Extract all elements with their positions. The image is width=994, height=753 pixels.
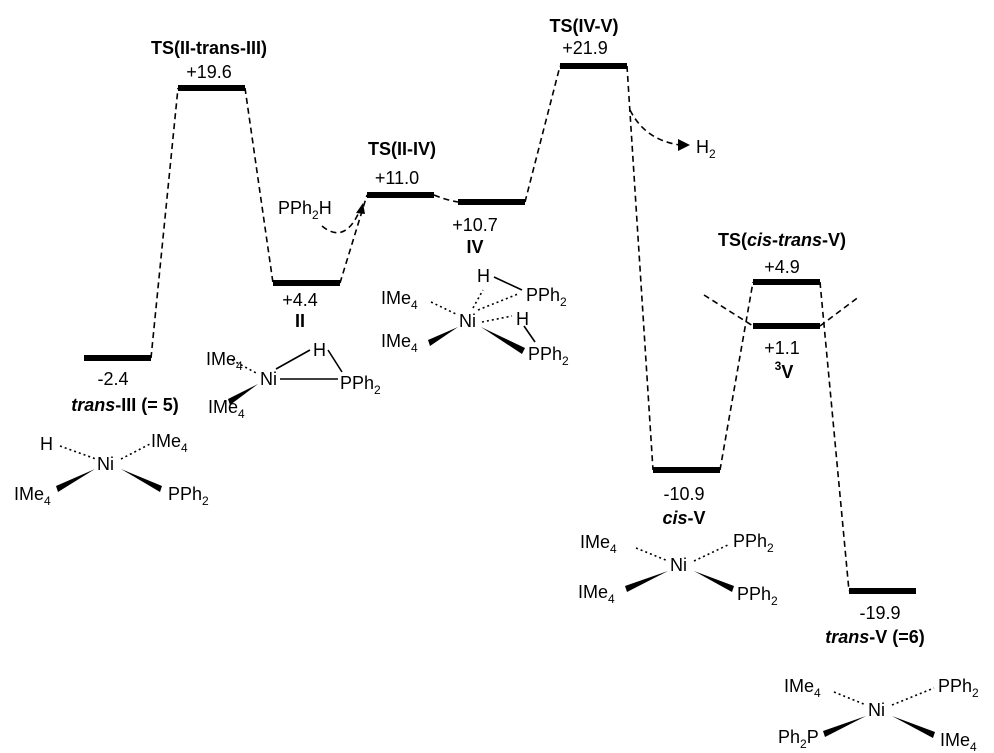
pph2h-association-arrow [321, 209, 361, 234]
connector-ts-cis-trans-to-trans-v [819, 281, 850, 592]
svg-text:PPh2: PPh2 [340, 373, 381, 397]
value-cis-v: -10.9 [663, 484, 704, 504]
svg-text:PPh2: PPh2 [733, 531, 774, 555]
svg-text:Ni: Ni [670, 555, 687, 575]
svg-text:PPh2: PPh2 [168, 484, 209, 508]
value-trans-iii: -2.4 [97, 369, 128, 389]
connector-trans-iii-to-ts [150, 87, 179, 359]
svg-text:IMe4: IMe4 [14, 484, 51, 508]
label-iv: IV [466, 237, 483, 257]
svg-text:Ni: Ni [97, 454, 114, 474]
svg-text:IMe4: IMe4 [578, 582, 615, 606]
value-ts-cis-trans-v: +4.9 [764, 257, 800, 277]
label-ii: II [295, 311, 305, 331]
svg-text:IMe4: IMe4 [206, 349, 243, 373]
svg-text:PPh2: PPh2 [528, 344, 569, 368]
svg-text:Ni: Ni [868, 700, 885, 720]
svg-text:IMe4: IMe4 [381, 288, 418, 312]
h2-arrowhead [678, 139, 690, 151]
value-ii: +4.4 [282, 290, 318, 310]
svg-text:PPh2: PPh2 [737, 584, 778, 608]
label-ts-ii-trans-iii: TS(II-trans-III) [151, 38, 267, 58]
svg-text:H: H [477, 266, 490, 286]
label-trans-iii: trans-III (= 5) [71, 395, 179, 415]
crossing-right [819, 295, 861, 327]
structure-iv: Ni H H IMe4 IMe4 PPh2 PPh2 [381, 266, 569, 368]
svg-text:H: H [516, 309, 529, 329]
label-ts-iv-v: TS(IV-V) [549, 16, 618, 36]
svg-text:Ni: Ni [260, 369, 277, 389]
structure-cis-v: Ni IMe4 IMe4 PPh2 PPh2 [578, 531, 778, 608]
pph2h-arrowhead [356, 203, 365, 214]
connector-ts-ii-iv-to-iv [433, 194, 459, 203]
svg-text:H: H [313, 340, 326, 360]
connector-iv-to-ts-iv-v [524, 65, 561, 203]
svg-text:IMe4: IMe4 [940, 730, 977, 753]
svg-text:H: H [40, 434, 53, 454]
label-ts-ii-iv: TS(II-IV) [368, 139, 436, 159]
label-trans-v: trans-V (=6) [825, 627, 925, 647]
connector-ts-iv-v-to-cis-v [626, 65, 654, 471]
svg-text:PPh2: PPh2 [938, 676, 979, 700]
value-trans-v: -19.9 [859, 603, 900, 623]
svg-text:IMe4: IMe4 [784, 676, 821, 700]
svg-text:IMe4: IMe4 [580, 532, 617, 556]
structure-trans-v: Ni IMe4 Ph2P PPh2 IMe4 [778, 676, 979, 753]
value-ts-iv-v: +21.9 [562, 38, 608, 58]
connector-ii-to-ts-ii-iv [339, 194, 368, 284]
pph2h-label: PPh2H [278, 198, 332, 222]
svg-text:IMe4: IMe4 [381, 331, 418, 355]
label-ts-cis-trans-v: TS(cis-trans-V) [718, 230, 846, 250]
label-triplet-v: 3V [775, 359, 794, 382]
connector-cis-v-to-ts-cis-trans [719, 281, 754, 471]
value-ts-ii-iv: +11.0 [375, 168, 419, 188]
value-ts-ii-trans-iii: +19.6 [186, 62, 232, 82]
structure-trans-iii: Ni H IMe4 IMe4 PPh2 [14, 431, 209, 508]
connector-ts-to-ii [244, 87, 274, 284]
svg-text:Ni: Ni [459, 311, 476, 331]
structure-ii: Ni H IMe4 IMe4 PPh2 [206, 340, 381, 421]
value-iv: +10.7 [452, 215, 498, 235]
svg-text:Ph2P: Ph2P [778, 727, 819, 751]
svg-text:PPh2: PPh2 [526, 285, 567, 309]
h2-label: H2 [696, 137, 716, 161]
label-cis-v: cis-V [662, 508, 705, 528]
svg-text:IMe4: IMe4 [208, 397, 245, 421]
svg-text:IMe4: IMe4 [151, 431, 188, 455]
h2-release-arrow [629, 109, 681, 146]
value-triplet-v: +1.1 [764, 338, 800, 358]
